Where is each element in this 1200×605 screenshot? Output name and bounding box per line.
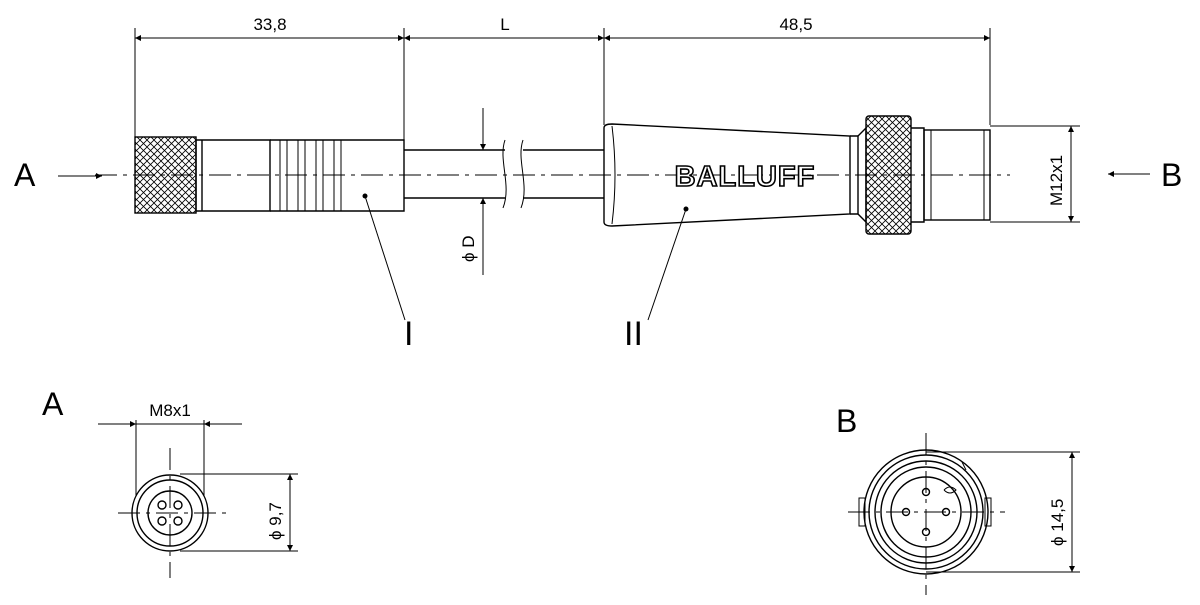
break-line-1 (502, 139, 507, 209)
dim-thread-female: M8x1 (149, 401, 191, 420)
detail-a-label: A (42, 386, 64, 422)
face-mid-ring-a (136, 479, 204, 547)
connector-body (270, 139, 405, 212)
pin-3 (941, 507, 951, 517)
pin-1 (921, 487, 931, 497)
dim-diameter-b: ϕ 14,5 (1048, 499, 1067, 546)
knurled-nut-right (865, 115, 912, 235)
face-inner-ring-a (147, 490, 193, 536)
leader-line-one (364, 195, 406, 321)
dim-diameter-a: ϕ 9,7 (266, 502, 285, 540)
top-dimensions: 33,8 L 48,5 (134, 15, 991, 140)
body-edge-curve (611, 125, 616, 225)
dim-thread-male: M12x1 (1047, 155, 1066, 206)
dim-right-length: 48,5 (779, 15, 812, 34)
flat-left (858, 497, 866, 527)
pin-2 (901, 507, 911, 517)
pin-socket-3 (157, 516, 167, 526)
key-mark (961, 461, 967, 471)
face-ring-b4 (880, 466, 972, 558)
pin-socket-4 (173, 516, 183, 526)
view-arrows: A B (14, 157, 1182, 193)
detail-view-b: B ϕ 14,5 (836, 403, 1080, 595)
face-ring-b3 (874, 460, 978, 564)
dim-cable-diameter: ϕ D (459, 235, 478, 262)
cable: ϕ D (404, 108, 604, 275)
face-outer-ring-b (863, 449, 989, 575)
part-one-label: I (404, 315, 413, 353)
body-collar (850, 135, 859, 215)
male-connector-m12: BALLUFF M12x1 (603, 115, 1080, 235)
grip-groove-1 (279, 140, 288, 211)
face-outer-ring-a (131, 474, 209, 552)
grip-groove-4 (333, 140, 342, 211)
leader-line-two (647, 208, 687, 321)
grip-groove-3 (315, 140, 324, 211)
break-line-2 (520, 139, 525, 209)
threaded-end (923, 129, 991, 221)
pin-4 (921, 527, 931, 537)
face-ring-b2 (868, 454, 984, 570)
view-b-label: B (1161, 157, 1182, 193)
view-a-label: A (14, 157, 36, 193)
female-connector-m8 (134, 136, 405, 214)
dim-cable-length: L (500, 15, 509, 34)
grip-groove-2 (297, 140, 306, 211)
part-callouts: I II (364, 195, 687, 353)
face-inner-ring-b (890, 476, 962, 548)
brand-logo: BALLUFF (675, 161, 816, 193)
thread-lines (930, 130, 985, 220)
dim-left-length: 33,8 (253, 15, 286, 34)
pin-socket-2 (173, 500, 183, 510)
coding-key (943, 486, 957, 494)
flat-right (984, 497, 992, 527)
part-two-label: II (624, 315, 643, 353)
detail-view-a: A M8x1 ϕ 9,7 (42, 386, 298, 578)
pin-socket-1 (157, 500, 167, 510)
detail-b-label: B (836, 403, 857, 439)
knurled-nut-left (134, 136, 197, 214)
